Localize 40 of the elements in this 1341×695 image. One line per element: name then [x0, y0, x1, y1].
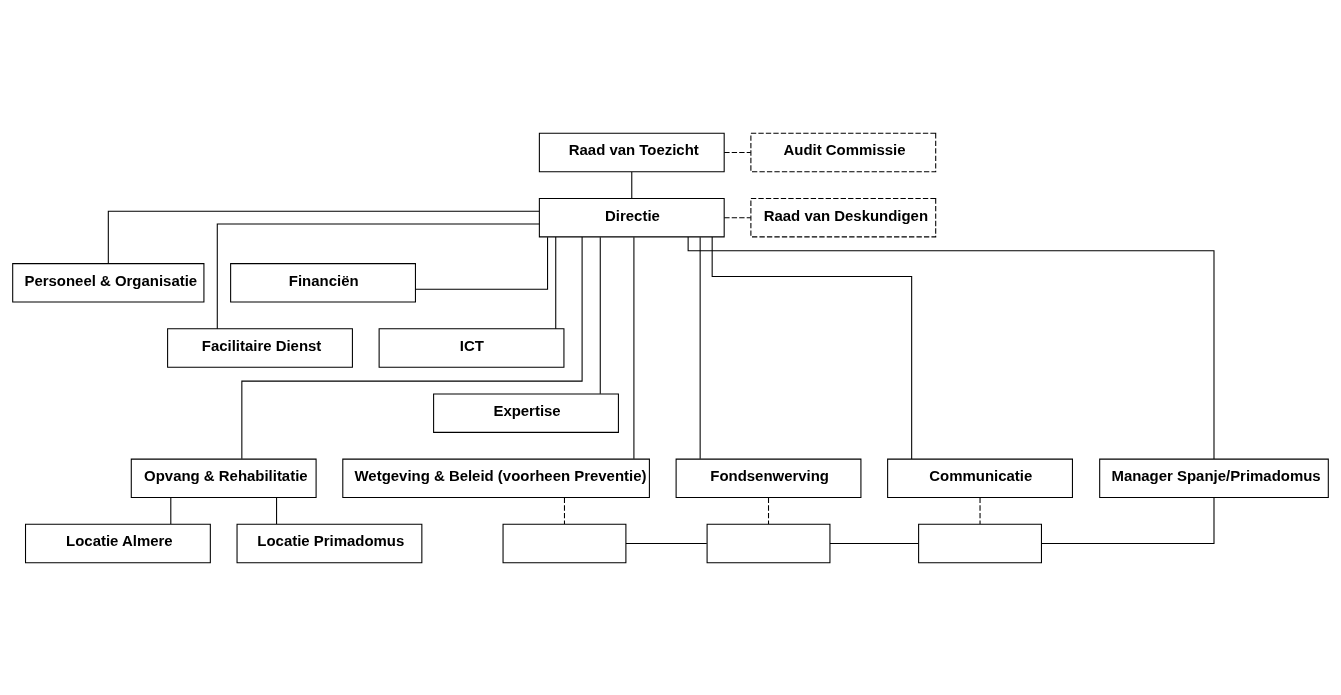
node-box: [918, 523, 1042, 563]
connector: [276, 496, 278, 524]
connector: [625, 542, 708, 544]
connector: [415, 236, 549, 290]
connector: [241, 236, 583, 459]
connector: [170, 496, 172, 524]
node-box: Audit Commissie: [750, 132, 937, 172]
node-box: Raad van Toezicht: [538, 132, 725, 172]
node-box: [502, 523, 627, 563]
connector: [107, 210, 540, 264]
node-box: ICT: [378, 327, 565, 368]
connector: [633, 236, 635, 459]
connector: [829, 542, 919, 544]
node-box: Raad van Deskundigen: [750, 197, 937, 237]
node-box: Locatie Primadomus: [236, 523, 423, 563]
node-box: Wetgeving & Beleid (voorheen Preventie): [342, 458, 650, 498]
connector: [1040, 496, 1215, 544]
node-box: [706, 523, 831, 563]
node-box: Financiën: [230, 262, 416, 303]
connector: [631, 171, 633, 199]
node-box: Personeel & Organisatie: [12, 262, 205, 303]
connector: [711, 235, 913, 459]
node-box: Locatie Almere: [25, 523, 211, 563]
node-box: Facilitaire Dienst: [167, 327, 353, 368]
connector: [699, 236, 701, 459]
connector: [599, 236, 601, 394]
connector: [216, 223, 540, 329]
connector: [723, 151, 752, 153]
connector: [563, 496, 565, 524]
connector: [979, 496, 981, 524]
node-box: Opvang & Rehabilitatie: [130, 458, 317, 498]
connector: [723, 216, 752, 218]
connector: [687, 235, 1215, 459]
node-box: Communicatie: [887, 458, 1073, 498]
connector: [768, 496, 770, 524]
node-box: Directie: [538, 197, 725, 237]
node-box: Expertise: [433, 392, 619, 433]
connector: [555, 235, 557, 329]
node-box: Manager Spanje/Primadomus: [1099, 458, 1329, 498]
node-box: Fondsenwerving: [675, 458, 862, 498]
